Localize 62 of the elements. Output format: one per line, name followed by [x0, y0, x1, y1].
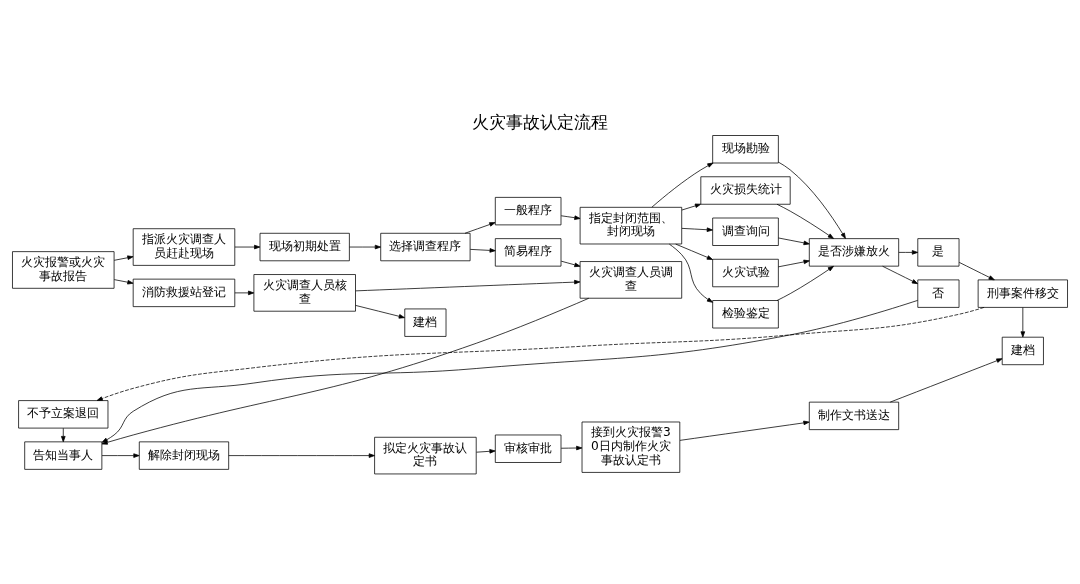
node-box: 一般程序 — [494, 196, 562, 225]
arrow — [113, 278, 134, 284]
arrow — [668, 243, 713, 303]
arrow — [464, 221, 496, 234]
node-box: 解除封闭现场 — [138, 441, 230, 470]
arrow — [61, 427, 66, 442]
arrow — [469, 247, 496, 253]
node-box: 建档 — [404, 308, 447, 337]
arrow — [355, 304, 405, 319]
node-box: 调查询问 — [712, 217, 779, 246]
diagram-title: 火灾事故认定流程 — [472, 111, 608, 132]
node-box: 审核审批 — [494, 434, 562, 463]
node-box: 选择调查程序 — [380, 232, 471, 261]
node-box: 指派火灾调查人员赶赴现场 — [132, 227, 236, 266]
arrow — [234, 290, 255, 295]
node-box: 告知当事人 — [24, 441, 103, 470]
arrow — [889, 357, 1003, 402]
node-box: 火灾损失统计 — [700, 175, 791, 205]
arrow — [776, 265, 834, 301]
arrow — [101, 452, 140, 458]
node-box: 现场初期处置 — [259, 232, 350, 261]
node-box: 简易程序 — [494, 237, 562, 266]
node-box: 检验鉴定 — [712, 299, 779, 328]
node-box: 制作文书送达 — [808, 401, 900, 430]
arrow — [560, 214, 581, 220]
node-box: 火灾调查人员核查 — [253, 273, 356, 312]
arrow — [778, 259, 810, 267]
node-box: 火灾调查人员调查 — [579, 260, 683, 299]
node-box: 建档 — [1001, 336, 1044, 365]
node-box: 不予立案退回 — [18, 399, 109, 428]
arrow — [96, 306, 985, 401]
node-box: 消防救援站登记 — [132, 278, 236, 307]
node-box: 否 — [917, 279, 960, 308]
arrow — [651, 162, 714, 208]
node-box: 现场勘验 — [712, 134, 779, 163]
arrow — [898, 249, 919, 255]
arrow — [958, 261, 995, 280]
node-box: 拟定火灾事故认定书 — [374, 436, 477, 474]
arrow — [113, 255, 134, 261]
node-box: 火灾试验 — [712, 258, 779, 287]
arrow — [234, 244, 261, 249]
arrow — [776, 203, 834, 239]
arrow — [228, 452, 375, 458]
arrow — [560, 260, 581, 267]
arrow — [1020, 306, 1026, 337]
node-box: 刑事案件移交 — [977, 279, 1068, 308]
arrow — [675, 243, 713, 260]
node-box: 是 — [917, 237, 960, 266]
node-box: 火灾报警或火灾事故报告 — [12, 250, 115, 289]
arrow — [560, 445, 583, 450]
node-box: 接到火灾报警30日内制作火灾事故认定书 — [581, 421, 681, 473]
arrow — [349, 244, 381, 249]
arrow — [679, 420, 810, 441]
arrow — [681, 227, 713, 232]
node-box: 是否涉嫌放火 — [808, 237, 900, 266]
node-box: 指定封闭范围、封闭现场 — [579, 206, 683, 244]
arrow — [355, 279, 581, 291]
arrow — [476, 448, 496, 454]
arrow — [778, 161, 846, 239]
arrow — [778, 237, 810, 245]
arrow — [681, 203, 702, 210]
arrow — [882, 265, 918, 284]
